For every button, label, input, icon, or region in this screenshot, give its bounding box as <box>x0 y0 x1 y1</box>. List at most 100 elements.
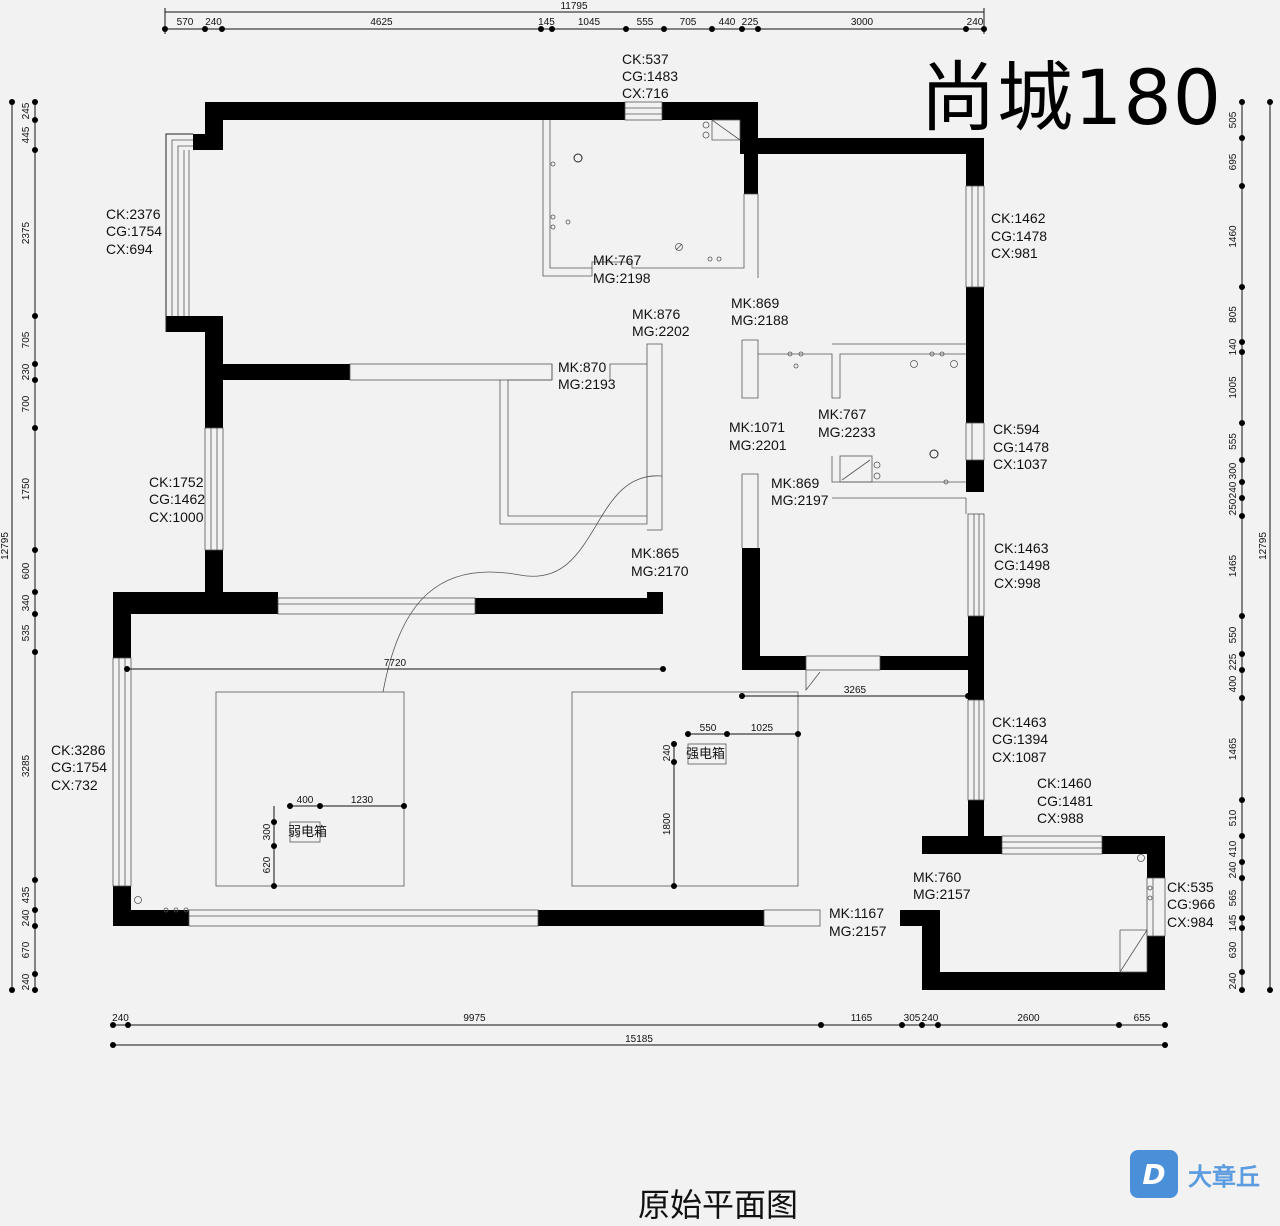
dim-left-tick <box>32 907 38 913</box>
dim-left-tick <box>32 923 38 929</box>
dim-right-label: 1460 <box>1228 225 1239 248</box>
dim-bottom-label: 2600 <box>1017 1013 1040 1024</box>
dim-left-total-tick <box>9 987 15 993</box>
dim-top-tick <box>219 26 225 32</box>
dim-right-label: 805 <box>1228 306 1239 323</box>
dim-right-label: 1005 <box>1228 376 1239 399</box>
dim-left-label: 670 <box>21 941 32 958</box>
dim-left-label: 245 <box>21 102 32 119</box>
dim-right-tick <box>1239 613 1245 619</box>
dim-bottom-label: 1165 <box>851 1013 873 1024</box>
strong-electric-box-label: 强电箱 <box>686 746 725 762</box>
dim-top-label: 240 <box>205 17 222 28</box>
walls <box>113 102 1165 990</box>
dim-top-label: 145 <box>538 17 555 28</box>
dim-right-label: 140 <box>1228 338 1239 355</box>
window-label-1463a: CK:1463 CG:1498 CX:998 <box>994 540 1054 591</box>
door-label-876: MK:876 MG:2202 <box>632 306 690 339</box>
dim-right-label: 565 <box>1228 889 1239 906</box>
dim-top-label: 440 <box>719 17 736 28</box>
dim-right-label: 630 <box>1228 941 1239 958</box>
dim-top-label: 225 <box>742 17 759 28</box>
dim-top-tick <box>739 26 745 32</box>
dim-top-tick <box>162 26 168 32</box>
dim-bottom-label: 9975 <box>463 1013 486 1024</box>
dim-right-tick <box>1239 797 1245 803</box>
dim-right-tick <box>1239 135 1245 141</box>
weak-electric-box-label: 弱电箱 <box>288 824 327 840</box>
dim-right-tick <box>1239 349 1245 355</box>
dim-right-label: 550 <box>1228 626 1239 643</box>
dim-top-tick <box>661 26 667 32</box>
dim-bottom-tick <box>919 1022 925 1028</box>
dim-right-total-label: 12795 <box>1258 532 1269 560</box>
door-label-869b: MK:869 MG:2197 <box>771 475 829 508</box>
dim-left-total-tick <box>9 99 15 105</box>
dim-top-label: 240 <box>967 17 984 28</box>
dim-right-tick <box>1239 987 1245 993</box>
dim-bottom-tick <box>110 1022 116 1028</box>
dim-right-label: 225 <box>1228 653 1239 670</box>
window-label-594: CK:594 CG:1478 CX:1037 <box>993 421 1053 472</box>
dim-right-label: 555 <box>1228 433 1239 450</box>
dim-right-label: 1465 <box>1228 737 1239 760</box>
dim-right-label: 240 <box>1228 861 1239 878</box>
dim-inner-240: 240 <box>662 744 673 761</box>
dim-inner-400: 400 <box>297 795 314 806</box>
dim-bottom-total-label: 15185 <box>625 1034 653 1045</box>
window-label-left-mid: CK:1752 CG:1462 CX:1000 <box>149 474 209 525</box>
inner-dimensions: 7720 3265 400 1230 300 620 550 1025 240 … <box>124 658 971 889</box>
dim-left-label: 2375 <box>21 221 32 244</box>
window-label-left-low: CK:3286 CG:1754 CX:732 <box>51 742 111 793</box>
dim-left-label: 240 <box>21 909 32 926</box>
dim-right-tick <box>1239 667 1245 673</box>
dim-left-label: 705 <box>21 331 32 348</box>
dim-right-tick <box>1239 284 1245 290</box>
dim-left-tick <box>32 147 38 153</box>
dim-right-label: 145 <box>1228 914 1239 931</box>
dim-left-tick <box>32 117 38 123</box>
door-label-870: MK:870 MG:2193 <box>558 359 616 392</box>
dim-top-tick <box>709 26 715 32</box>
dim-left-label: 435 <box>21 886 32 903</box>
dim-bottom-tick <box>935 1022 941 1028</box>
dim-left-label: 600 <box>21 562 32 579</box>
dim-left-label: 3285 <box>21 754 32 777</box>
dim-left-label: 340 <box>21 594 32 611</box>
dim-right-label: 240 <box>1228 972 1239 989</box>
dim-bottom-tick <box>818 1022 824 1028</box>
window-label-left-upper: CK:2376 CG:1754 CX:694 <box>106 206 166 257</box>
dim-left-tick <box>32 377 38 383</box>
dim-top-tick <box>623 26 629 32</box>
dim-right-tick <box>1239 479 1245 485</box>
brand-name: 大章丘 <box>1188 1162 1260 1191</box>
partitions <box>134 119 1153 973</box>
dim-top-label: 3000 <box>851 17 874 28</box>
dim-inner-300: 300 <box>262 823 273 840</box>
dim-inner-1230: 1230 <box>351 795 374 806</box>
dim-right-label: 240 <box>1228 481 1239 498</box>
dim-left-label: 230 <box>21 363 32 380</box>
dim-left-tick <box>32 611 38 617</box>
dim-right-tick <box>1239 833 1245 839</box>
project-title: 尚城180 <box>920 53 1223 142</box>
dim-left-tick <box>32 971 38 977</box>
window-label-top: CK:537 CG:1483 CX:716 <box>622 51 682 101</box>
door-label-760: MK:760 MG:2157 <box>913 869 971 902</box>
dim-inner-550: 550 <box>700 723 717 734</box>
brand-logo-icon: D <box>1130 1150 1178 1198</box>
dim-inner-1025: 1025 <box>751 723 774 734</box>
dim-right-tick <box>1239 925 1245 931</box>
door-label-1071: MK:1071 MG:2201 <box>729 419 789 453</box>
dim-right-tick <box>1239 651 1245 657</box>
dim-inner-3265: 3265 <box>844 685 867 696</box>
dim-top-label: 1045 <box>578 17 601 28</box>
dim-left-label: 1750 <box>21 477 32 500</box>
window-label-535: CK:535 CG:966 CX:984 <box>1167 879 1219 930</box>
dim-left-label: 535 <box>21 624 32 641</box>
dim-left-total-label: 12795 <box>0 532 11 560</box>
windows <box>112 101 1166 937</box>
dim-bottom-tick <box>125 1022 131 1028</box>
